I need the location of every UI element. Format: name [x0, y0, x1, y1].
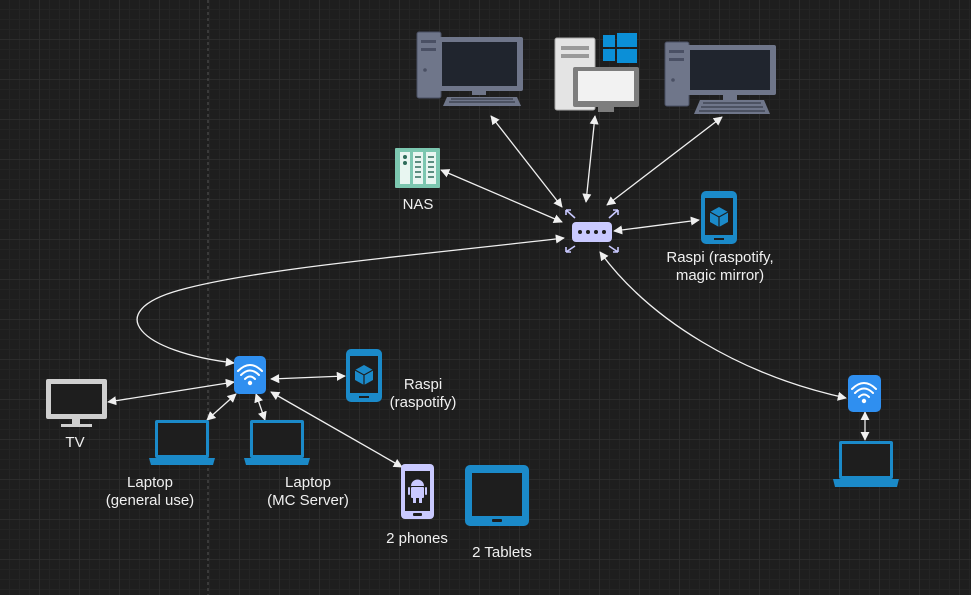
laptop-icon [833, 441, 899, 487]
nas-storage-icon [395, 148, 440, 188]
connector-wifi-raspi [270, 371, 346, 384]
nas-label: NAS [402, 196, 434, 213]
tablet-icon [465, 465, 529, 526]
tv-icon [46, 379, 107, 427]
desktop-computer-icon [664, 41, 776, 114]
windows-pc-icon [554, 33, 639, 112]
raspi-wifi-label: Raspi (raspotify) [389, 376, 457, 411]
tv-label: TV [65, 434, 85, 451]
router-icon [565, 209, 619, 253]
raspberry-pi-device-icon [701, 191, 737, 244]
laptop-icon [244, 420, 310, 465]
android-phone-icon [401, 464, 434, 519]
phones-label: 2 phones [386, 530, 448, 547]
connectors [107, 115, 870, 468]
raspi-router-label: Raspi (raspotify, magic mirror) [666, 249, 774, 284]
connector-router-windows-pc [582, 115, 599, 203]
connector-wifi-phones [270, 391, 403, 468]
wifi-access-point-icon [848, 375, 881, 412]
connector-router-desktop2 [606, 116, 723, 206]
laptop-icon [149, 420, 215, 465]
wifi-access-point-icon [234, 356, 266, 394]
laptop-general-label: Laptop (general use) [105, 474, 195, 509]
raspberry-pi-device-icon [346, 349, 382, 402]
connector-wifi-tv [107, 378, 235, 406]
connector-router-wifi-main [136, 234, 565, 367]
desktop-computer-icon [416, 31, 523, 106]
connector-wifi-laptop-general [206, 393, 237, 421]
connector-router-desktop1 [490, 115, 563, 208]
connector-router-nas [440, 169, 563, 223]
connector-wifi-laptop-mc [254, 393, 267, 421]
laptop-mc-label: Laptop (MC Server) [267, 474, 349, 509]
tablets-label: 2 Tablets [472, 544, 532, 561]
connector-router-raspi [613, 216, 700, 235]
connector-router-wifi-remote [599, 251, 847, 401]
